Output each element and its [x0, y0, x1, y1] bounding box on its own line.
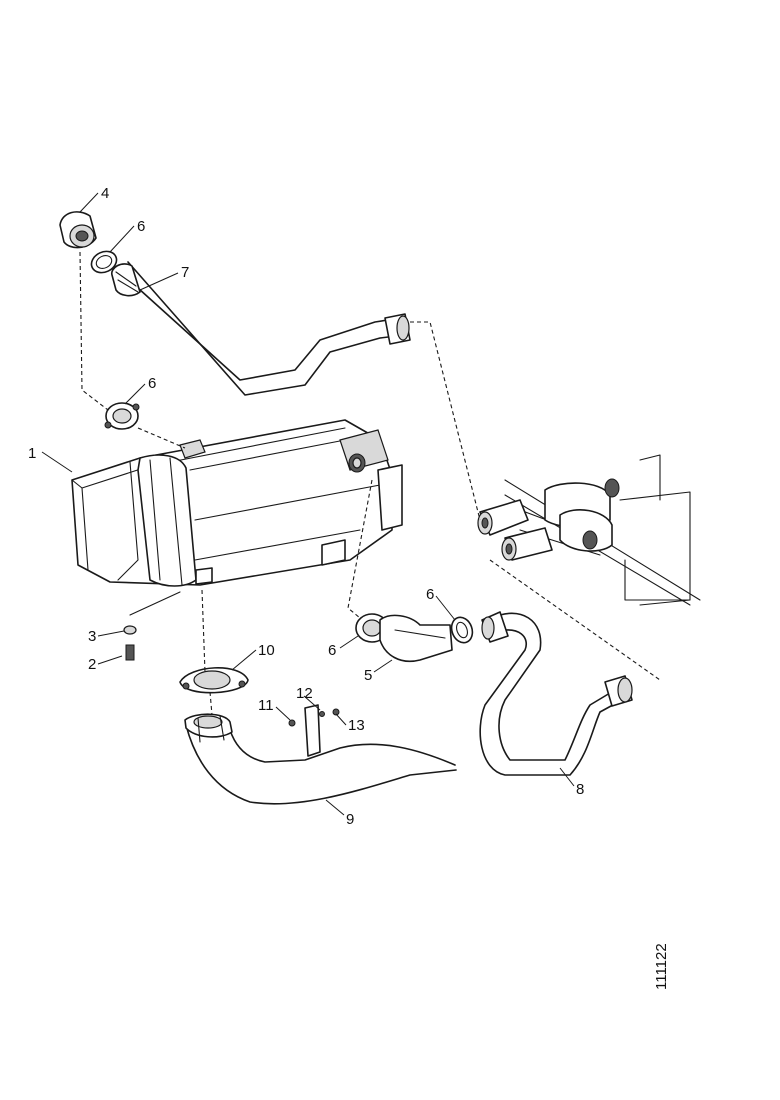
- leader-lines: [41, 192, 575, 816]
- screw-and-washer: [123, 591, 181, 661]
- figure-reference-number: 111122: [653, 943, 670, 990]
- intake-cap: [59, 211, 97, 249]
- exhaust-bracket: [288, 704, 340, 757]
- callout-1: 1: [28, 445, 36, 462]
- callout-6-top: 6: [137, 218, 145, 235]
- clamp-top: [90, 250, 118, 274]
- callout-6-lower-left: 6: [328, 642, 336, 659]
- coolant-hose-long: [479, 611, 633, 776]
- callout-13: 13: [348, 717, 365, 734]
- callout-3: 3: [88, 628, 96, 645]
- flange-gasket-left: [104, 402, 140, 430]
- callout-4: 4: [101, 185, 109, 202]
- coolant-elbow-hose: [379, 614, 453, 662]
- exhaust-flange: [179, 667, 249, 694]
- heater-unit: [71, 419, 403, 587]
- clamp-lower-right: [450, 616, 474, 644]
- assembly-lines: [79, 251, 661, 716]
- callout-6-lower-right: 6: [426, 586, 434, 603]
- callout-6-flange: 6: [148, 375, 156, 392]
- engine-connection-block: [477, 454, 701, 606]
- callout-5: 5: [364, 667, 372, 684]
- callout-7: 7: [181, 264, 189, 281]
- callout-10: 10: [258, 642, 275, 659]
- callout-12: 12: [296, 685, 313, 702]
- callout-8: 8: [576, 781, 584, 798]
- exhaust-pipe: [184, 713, 457, 805]
- callout-2: 2: [88, 656, 96, 673]
- callout-11: 11: [258, 697, 274, 714]
- callout-9: 9: [346, 811, 354, 828]
- air-intake-pipe: [111, 261, 411, 396]
